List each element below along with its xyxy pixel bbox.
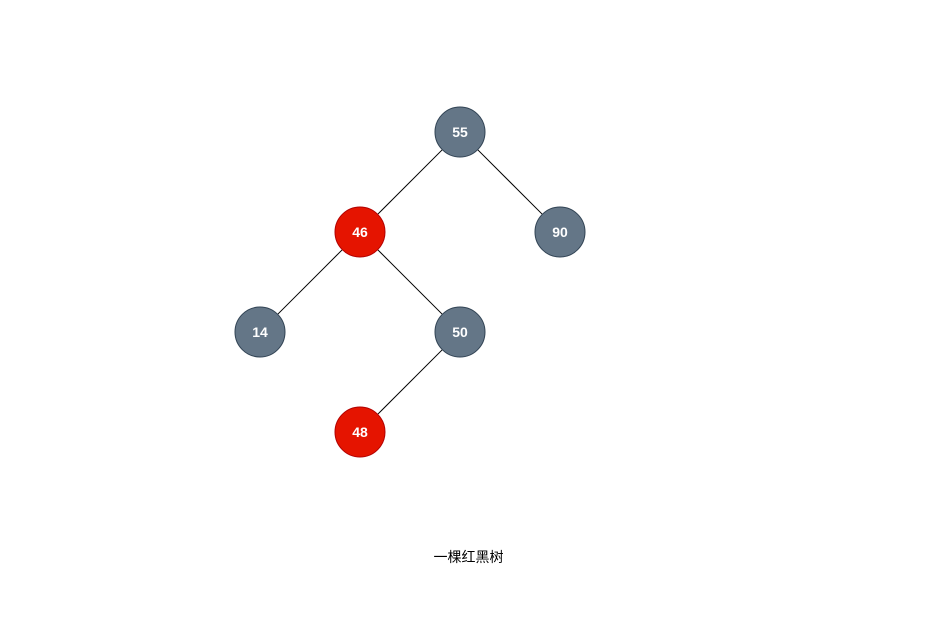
tree-edge-55-90 [477, 149, 543, 215]
black-node-circle [434, 106, 486, 158]
node-value-label: 90 [552, 224, 568, 240]
node-value-label: 46 [352, 224, 368, 240]
tree-edge-46-14 [277, 249, 343, 315]
node-value-label: 55 [452, 124, 468, 140]
red-node-circle [334, 206, 386, 258]
black-node-circle [234, 306, 286, 358]
tree-node-46: 46 [334, 206, 386, 258]
diagram-caption: 一棵红黑树 [433, 550, 504, 566]
black-node-circle [534, 206, 586, 258]
tree-edge-55-46 [377, 149, 443, 215]
tree-edges [277, 149, 543, 415]
node-value-label: 50 [452, 324, 468, 340]
tree-node-48: 48 [334, 406, 386, 458]
tree-node-55: 55 [434, 106, 486, 158]
node-value-label: 14 [252, 324, 268, 340]
red-node-circle [334, 406, 386, 458]
black-node-circle [434, 306, 486, 358]
tree-nodes: 55 46 90 14 50 48 [234, 106, 586, 458]
tree-edge-50-48 [377, 349, 443, 415]
tree-node-90: 90 [534, 206, 586, 258]
tree-node-14: 14 [234, 306, 286, 358]
node-value-label: 48 [352, 424, 368, 440]
tree-node-50: 50 [434, 306, 486, 358]
tree-edge-46-50 [377, 249, 443, 315]
